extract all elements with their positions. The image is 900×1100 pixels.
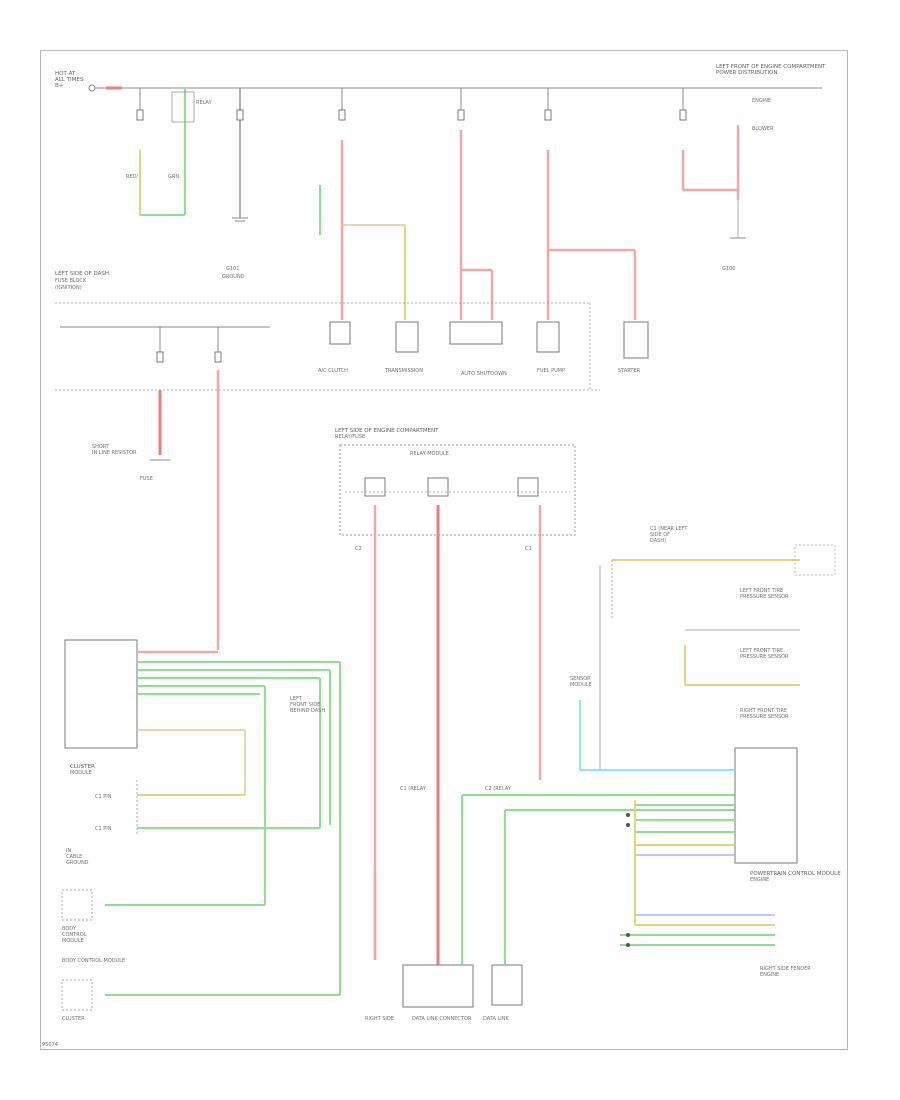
fuse-block-center-label: LEFT SIDE OF ENGINE COMPARTMENT <box>335 428 439 434</box>
svg-text:LEFT FRONT TIRE: LEFT FRONT TIRE <box>740 588 783 594</box>
svg-text:FUSE: FUSE <box>140 476 153 482</box>
top-right-title: LEFT FRONT OF ENGINE COMPARTMENT <box>716 64 826 70</box>
svg-text:DASH): DASH) <box>650 538 666 544</box>
fuse-block-bus: LEFT SIDE OF DASH FUSE BLOCK (IGNITION) … <box>55 271 649 650</box>
svg-text:RIGHT FRONT TIRE: RIGHT FRONT TIRE <box>740 708 787 714</box>
connector-icon <box>427 477 449 497</box>
fuse-icon <box>679 109 687 121</box>
svg-text:GROUND: GROUND <box>66 860 89 866</box>
svg-text:G101: G101 <box>226 266 239 272</box>
connector-icon <box>364 477 386 497</box>
fuse-icon <box>457 109 465 121</box>
svg-text:BODY: BODY <box>62 926 77 932</box>
svg-text:SENSOR: SENSOR <box>570 676 591 682</box>
svg-text:ENGINE: ENGINE <box>750 877 769 883</box>
svg-text:MODULE: MODULE <box>62 938 84 944</box>
svg-text:IN LINE RESISTOR: IN LINE RESISTOR <box>92 450 137 456</box>
connector-icon <box>329 321 351 345</box>
svg-text:(IGNITION): (IGNITION) <box>55 285 82 291</box>
cluster-module: CLUSTER MODULE LEFT FRONT SIDE BEHIND DA… <box>64 639 341 995</box>
svg-text:MODULE: MODULE <box>570 682 592 688</box>
fuse-icon <box>544 109 552 121</box>
svg-text:BLOWER: BLOWER <box>752 126 774 132</box>
svg-text:CONTROL: CONTROL <box>62 932 87 938</box>
svg-text:C1 (NEAR LEFT: C1 (NEAR LEFT <box>650 526 688 532</box>
svg-text:RIGHT SIDE: RIGHT SIDE <box>365 1016 394 1022</box>
instrument-cluster: C1 PIN C1 PIN IN CABLE GROUND BODY CONTR… <box>61 780 340 1022</box>
svg-text:FUSE BLOCK: FUSE BLOCK <box>55 278 87 284</box>
fuse-icon <box>136 109 144 121</box>
svg-text:RELAY: RELAY <box>196 100 213 106</box>
cluster-label: CLUSTER <box>70 764 95 770</box>
svg-text:C2 (RELAY: C2 (RELAY <box>485 786 512 792</box>
svg-text:RELAY/FUSE: RELAY/FUSE <box>335 434 365 440</box>
svg-text:C1 PIN: C1 PIN <box>95 794 112 800</box>
svg-text:ENGINE: ENGINE <box>752 98 771 104</box>
svg-text:ENGINE: ENGINE <box>760 972 779 978</box>
svg-text:CABLE: CABLE <box>66 854 82 860</box>
svg-text:ALL TIMES: ALL TIMES <box>55 77 84 83</box>
relay-module-label: RELAY MODULE <box>410 451 449 457</box>
svg-text:PRESSURE SENSOR: PRESSURE SENSOR <box>740 594 789 600</box>
svg-text:RED/: RED/ <box>126 174 138 180</box>
relay-box <box>171 91 195 123</box>
fuse-icon <box>156 351 164 363</box>
svg-text:PRESSURE SENSOR: PRESSURE SENSOR <box>740 654 789 660</box>
pcm-module: POWERTRAIN CONTROL MODULE ENGINE RIGHT S… <box>579 565 841 978</box>
fuse-icon <box>338 109 346 121</box>
svg-text:IN: IN <box>66 848 71 854</box>
svg-text:G100: G100 <box>722 266 735 272</box>
svg-text:FUEL PUMP: FUEL PUMP <box>537 368 565 374</box>
svg-text:C1 (RELAY: C1 (RELAY <box>400 786 427 792</box>
connector-icon <box>623 321 649 359</box>
battery-label: HOT AT <box>55 71 76 77</box>
svg-text:GROUND: GROUND <box>222 274 245 280</box>
connector-icon <box>449 321 503 345</box>
bottom-modules: RIGHT SIDE DATA LINK CONNECTOR DATA LINK… <box>365 786 735 1022</box>
splice-dot-icon <box>626 823 630 827</box>
pcm-label: POWERTRAIN CONTROL MODULE <box>750 871 841 877</box>
data-link-label: DATA LINK CONNECTOR <box>412 1016 472 1022</box>
splice-dot-icon <box>626 933 630 937</box>
right-sensors: C1 (NEAR LEFT SIDE OF DASH) LEFT FRONT T… <box>570 526 836 720</box>
svg-text:B+: B+ <box>55 83 64 89</box>
svg-text:LEFT FRONT TIRE: LEFT FRONT TIRE <box>740 648 783 654</box>
svg-text:STARTER: STARTER <box>618 368 641 374</box>
splice-dot-icon <box>626 943 630 947</box>
fuse-block-left-label: LEFT SIDE OF DASH <box>55 271 109 277</box>
page-id: 95074 <box>42 1042 58 1048</box>
body-control-label: BODY CONTROL MODULE <box>62 958 125 964</box>
svg-text:AUTO SHUTDOWN: AUTO SHUTDOWN <box>461 371 507 377</box>
svg-text:BEHIND DASH: BEHIND DASH <box>290 708 325 714</box>
svg-text:POWER DISTRIBUTION: POWER DISTRIBUTION <box>716 70 778 76</box>
svg-text:LEFT: LEFT <box>290 696 303 702</box>
svg-text:C2: C2 <box>355 546 362 552</box>
connector-icon <box>517 477 539 497</box>
svg-text:GRN: GRN <box>168 174 179 180</box>
svg-text:PRESSURE SENSOR: PRESSURE SENSOR <box>740 714 789 720</box>
right-fender-label: RIGHT SIDE FENDER <box>760 966 811 972</box>
connector-icon <box>536 321 560 353</box>
svg-text:C1 PIN: C1 PIN <box>95 826 112 832</box>
svg-text:A/C CLUTCH: A/C CLUTCH <box>318 368 348 374</box>
top-power-rail: HOT AT ALL TIMES B+ LEFT FRONT OF ENGINE… <box>55 64 826 92</box>
svg-text:TRANSMISSION: TRANSMISSION <box>384 368 423 374</box>
connector-icon <box>395 321 419 353</box>
splice-dot-icon <box>626 813 630 817</box>
fuse-icon <box>214 351 222 363</box>
svg-text:C1: C1 <box>525 546 532 552</box>
diagram-frame <box>40 50 848 1050</box>
svg-text:MODULE: MODULE <box>70 770 92 776</box>
svg-text:SIDE OF: SIDE OF <box>650 532 670 538</box>
svg-text:SHORT: SHORT <box>92 444 110 450</box>
svg-text:CLUSTER: CLUSTER <box>62 1016 85 1022</box>
svg-text:DATA LINK: DATA LINK <box>483 1016 509 1022</box>
fuse-icon <box>236 109 244 121</box>
svg-text:FRONT SIDE: FRONT SIDE <box>290 702 320 708</box>
relay-module: LEFT SIDE OF ENGINE COMPARTMENT RELAY/FU… <box>335 428 576 965</box>
fuse-drops: RELAY RED/ GRN G101 GROUND <box>126 88 774 320</box>
